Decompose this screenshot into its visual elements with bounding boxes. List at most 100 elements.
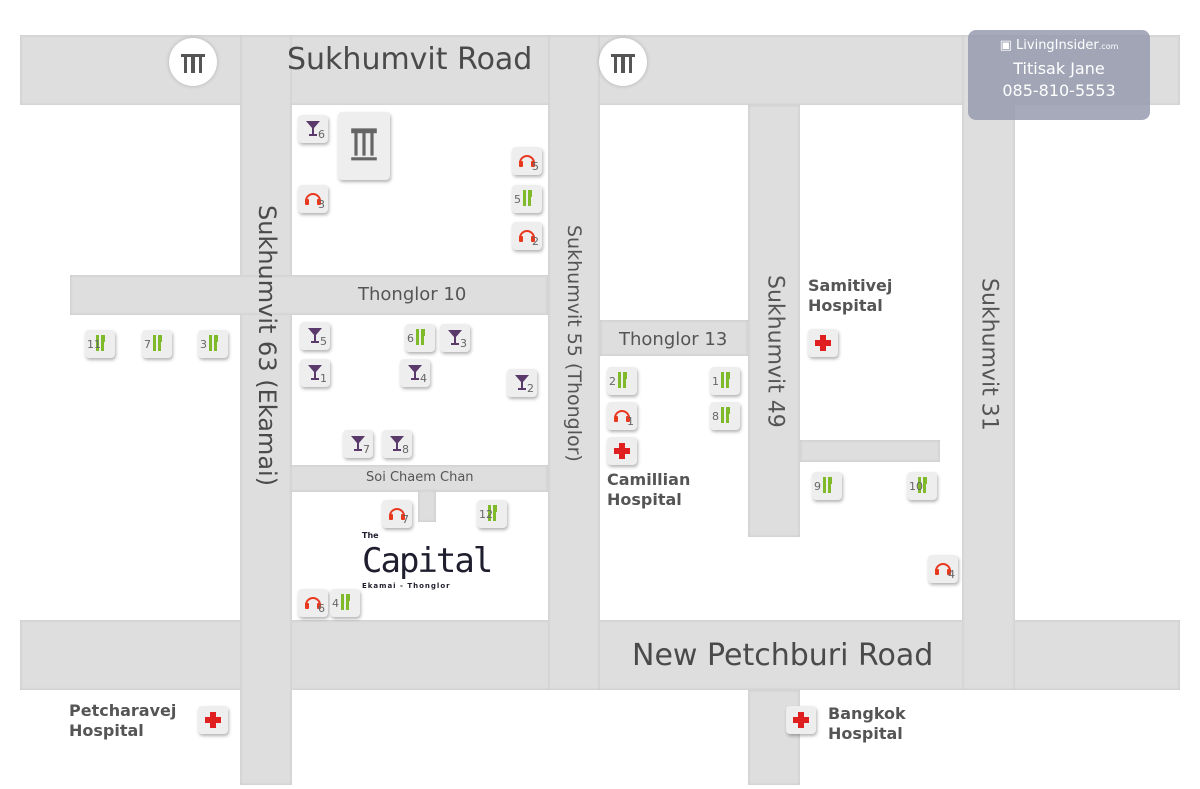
marker-number: 7 [144,337,151,351]
marker-number: 2 [532,235,539,248]
food-marker[interactable]: 5 [512,185,542,213]
agent-badge: ▣ LivingInsider.com Titisak Jane 085-810… [968,30,1150,120]
project-logo: The Capital Ekamai - Thonglor [362,531,493,590]
road-label-soi-49: Sukhumvit 49 [762,275,788,428]
food-marker[interactable]: 2 [607,367,637,395]
marker-number: 8 [402,443,409,456]
music-icon [517,225,537,248]
bar-marker[interactable]: 6 [298,115,328,143]
food-icon [912,475,932,498]
marker-number: 3 [200,337,207,351]
music-marker[interactable]: 3 [298,185,328,213]
soi-63-road [240,35,292,785]
bar-icon [405,362,425,385]
marker-number: 5 [320,335,327,348]
road-label-sukhumvit: Sukhumvit Road [287,42,533,77]
food-marker[interactable]: 6 [405,324,435,352]
agent-name: Titisak Jane [1013,59,1105,78]
marker-number: 5 [532,160,539,173]
food-icon [517,188,537,211]
music-icon [933,558,953,581]
music-marker[interactable]: 1 [607,402,637,430]
marker-number: 3 [318,198,325,211]
marker-number: 6 [407,331,414,345]
bar-marker[interactable]: 2 [507,369,537,397]
marker-number: 1 [627,415,634,428]
road-label-chaem-chan: Soi Chaem Chan [366,470,474,485]
bar-icon [348,433,368,456]
food-icon [147,333,167,356]
music-marker[interactable]: 6 [298,589,328,617]
marker-number: 9 [814,479,821,493]
marker-number: 10 [909,479,923,493]
food-icon [817,475,837,498]
music-icon [517,150,537,173]
food-marker[interactable]: 11 [85,330,115,358]
hospital-marker[interactable] [607,437,637,465]
food-icon [335,592,355,615]
marker-number: 7 [363,443,370,456]
marker-number: 6 [318,128,325,141]
marker-number: 4 [332,596,339,610]
food-icon [410,327,430,350]
food-icon [715,405,735,428]
music-marker[interactable]: 4 [928,555,958,583]
bts-station-icon [599,38,647,86]
road-label-new-petchburi: New Petchburi Road [632,638,934,673]
food-marker[interactable]: 9 [812,472,842,500]
marker-number: 2 [609,374,616,388]
chaem-chan-stub [418,490,436,522]
road-label-soi-55: Sukhumvit 55 (Thonglor) [562,225,585,462]
food-marker[interactable]: 12 [477,500,507,528]
bar-marker[interactable]: 8 [382,430,412,458]
bar-marker[interactable]: 1 [300,359,330,387]
bar-icon [387,433,407,456]
hospital-marker[interactable] [786,706,816,734]
bar-icon [512,372,532,395]
marker-number: 1 [320,372,327,385]
marker-number: 4 [420,372,427,385]
marker-number: 4 [948,568,955,581]
brand-logo: ▣ LivingInsider.com [999,38,1119,53]
food-marker[interactable]: 1 [710,367,740,395]
bar-icon [305,325,325,348]
music-marker[interactable]: 5 [512,147,542,175]
bar-icon [303,118,323,141]
bar-marker[interactable]: 5 [300,322,330,350]
landmark-icon [338,112,390,180]
food-icon [203,333,223,356]
food-icon [715,370,735,393]
marker-number: 7 [402,513,409,526]
music-marker[interactable]: 2 [512,222,542,250]
bar-marker[interactable]: 3 [440,324,470,352]
hospital-marker[interactable] [198,706,228,734]
thonglor-13-road [600,320,748,356]
hospital-marker[interactable] [808,329,838,357]
food-icon [90,333,110,356]
road-label-soi-31: Sukhumvit 31 [976,278,1002,431]
music-marker[interactable]: 7 [382,500,412,528]
bar-icon [305,362,325,385]
food-marker[interactable]: 4 [330,589,360,617]
road-label-thonglor-10: Thonglor 10 [358,284,467,305]
food-marker[interactable]: 8 [710,402,740,430]
food-marker[interactable]: 7 [142,330,172,358]
food-marker[interactable]: 3 [198,330,228,358]
food-icon [482,503,502,526]
bar-marker[interactable]: 4 [400,359,430,387]
soi-31-road [962,35,1015,690]
side-road [800,440,940,462]
bar-marker[interactable]: 7 [343,430,373,458]
music-icon [303,188,323,211]
road-label-thonglor-13: Thonglor 13 [619,329,728,350]
soi-49-road [748,105,800,537]
marker-number: 6 [318,602,325,615]
marker-number: 1 [712,374,719,388]
food-marker[interactable]: 10 [907,472,937,500]
bar-icon [445,327,465,350]
bts-station-icon [169,38,217,86]
marker-number: 2 [527,382,534,395]
music-icon [303,592,323,615]
